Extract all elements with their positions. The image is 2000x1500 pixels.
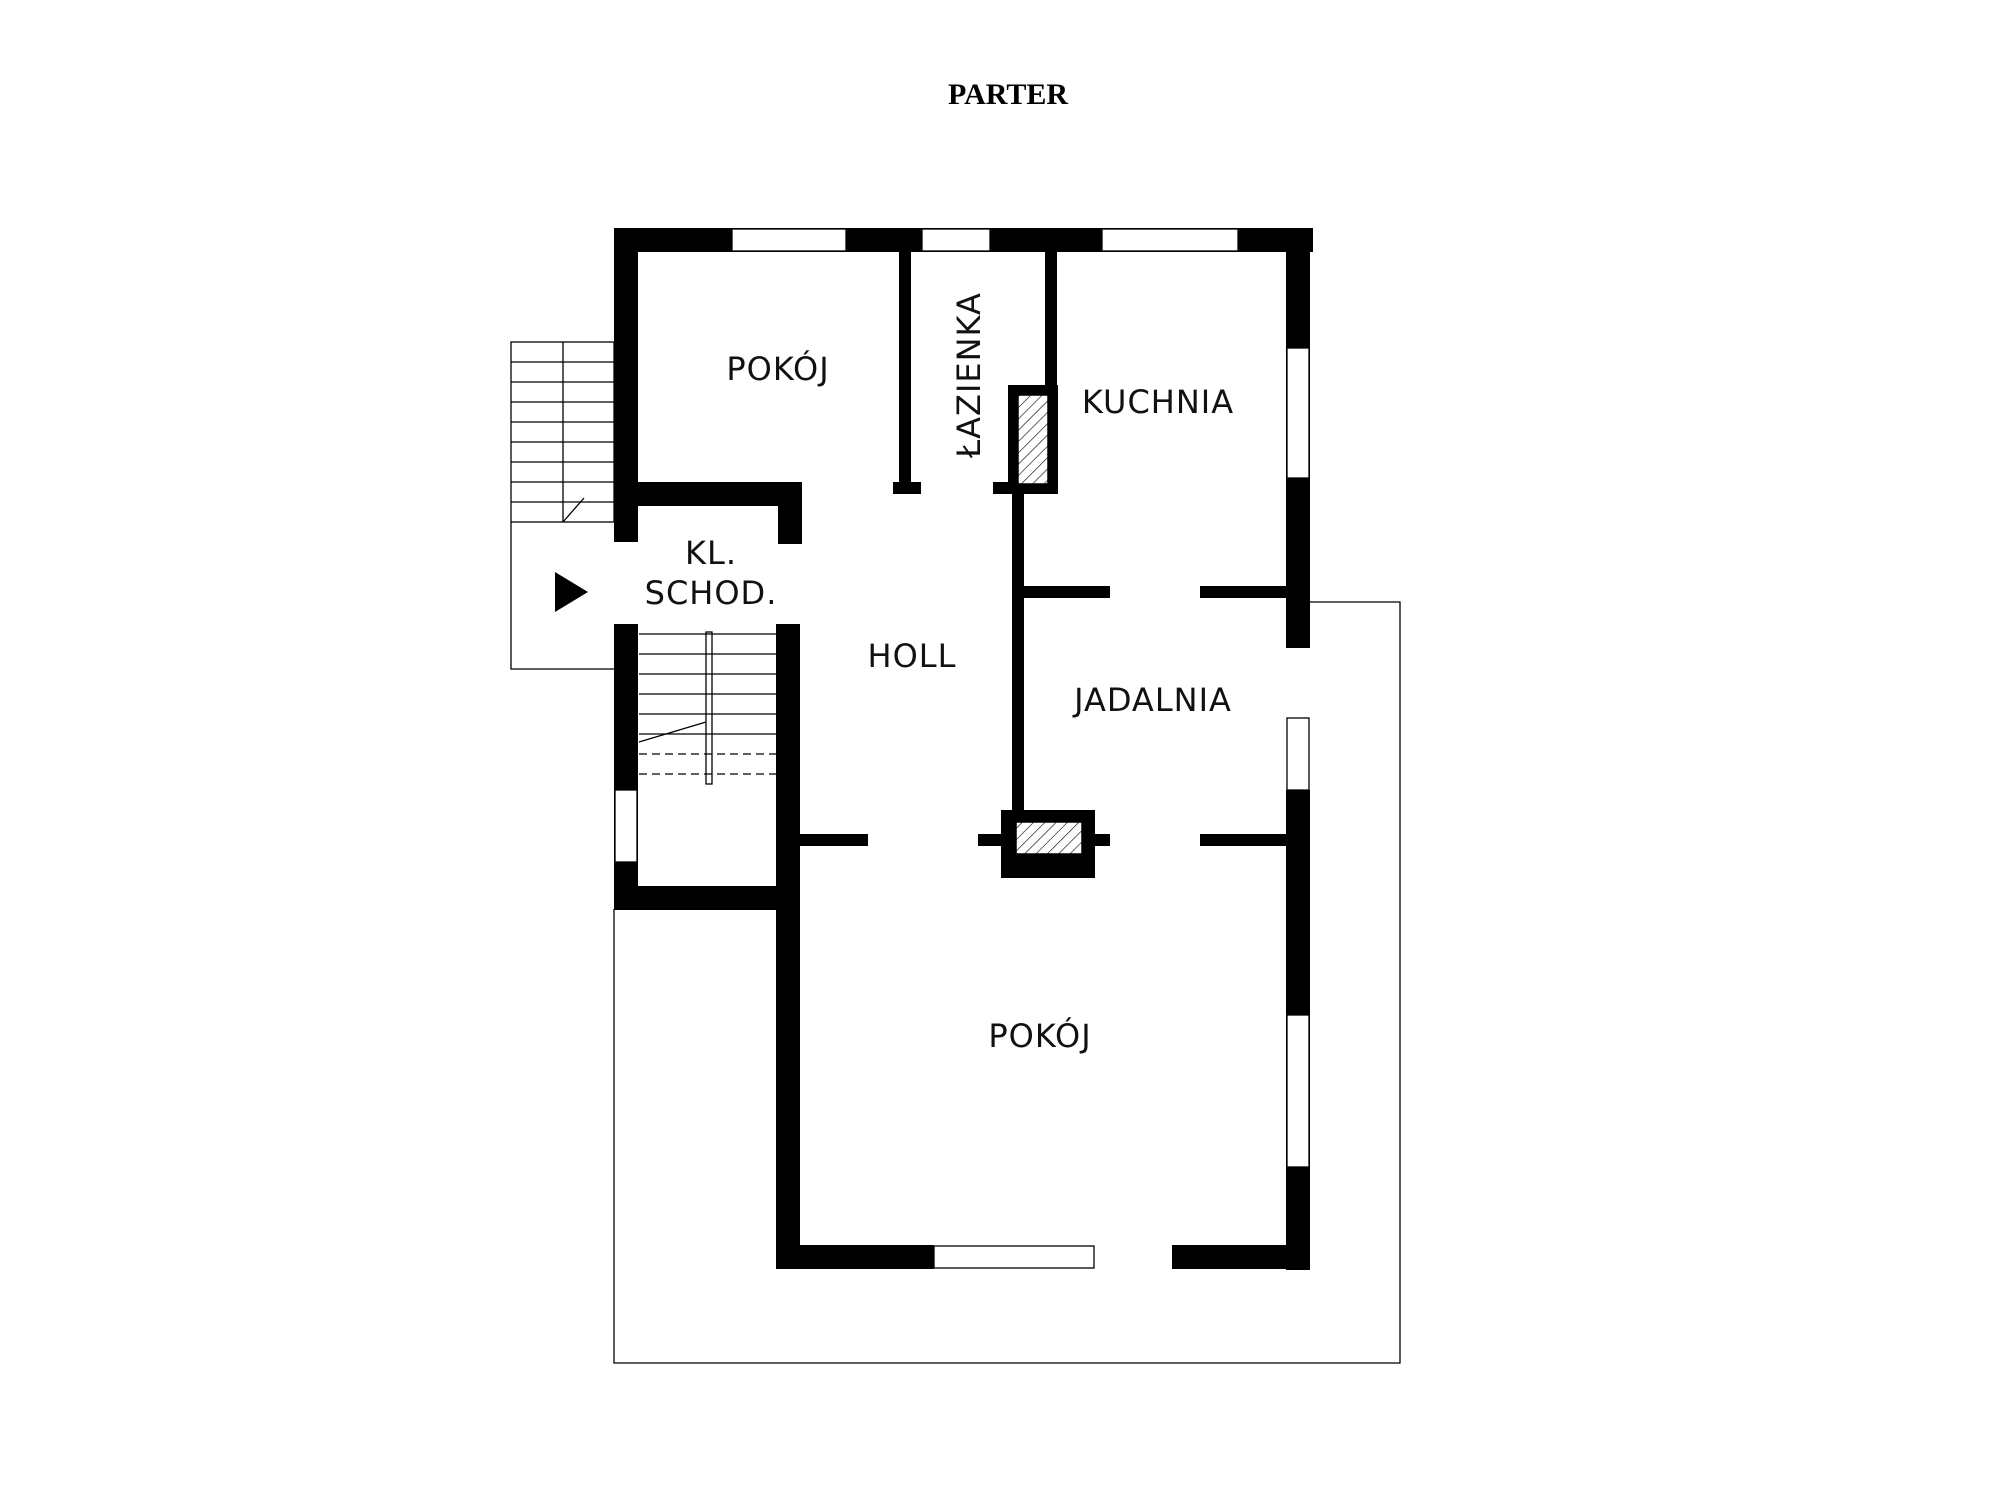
entrance-arrow-icon [555, 572, 588, 612]
chimney-dining [1001, 810, 1095, 878]
room-label-pokoj-bottom: POKÓJ [988, 1016, 1091, 1055]
room-label-lazienka: ŁAZIENKA [950, 292, 988, 459]
windows [614, 228, 1310, 1269]
internal-staircase [638, 631, 776, 785]
entrance-porch [510, 522, 614, 670]
room-label-jadalnia: JADALNIA [1072, 681, 1232, 719]
outer-stairs [510, 341, 615, 523]
room-label-pokoj-top: POKÓJ [726, 349, 829, 388]
room-label-klatka-line1: KL. [685, 534, 737, 572]
chimney-kitchen [1008, 385, 1058, 494]
terrace-outline [613, 601, 1401, 1364]
room-label-kuchnia: KUCHNIA [1082, 383, 1234, 421]
floor-title: PARTER [948, 78, 1068, 111]
room-label-holl: HOLL [868, 637, 957, 675]
room-label-klatka-line2: SCHOD. [645, 574, 778, 612]
